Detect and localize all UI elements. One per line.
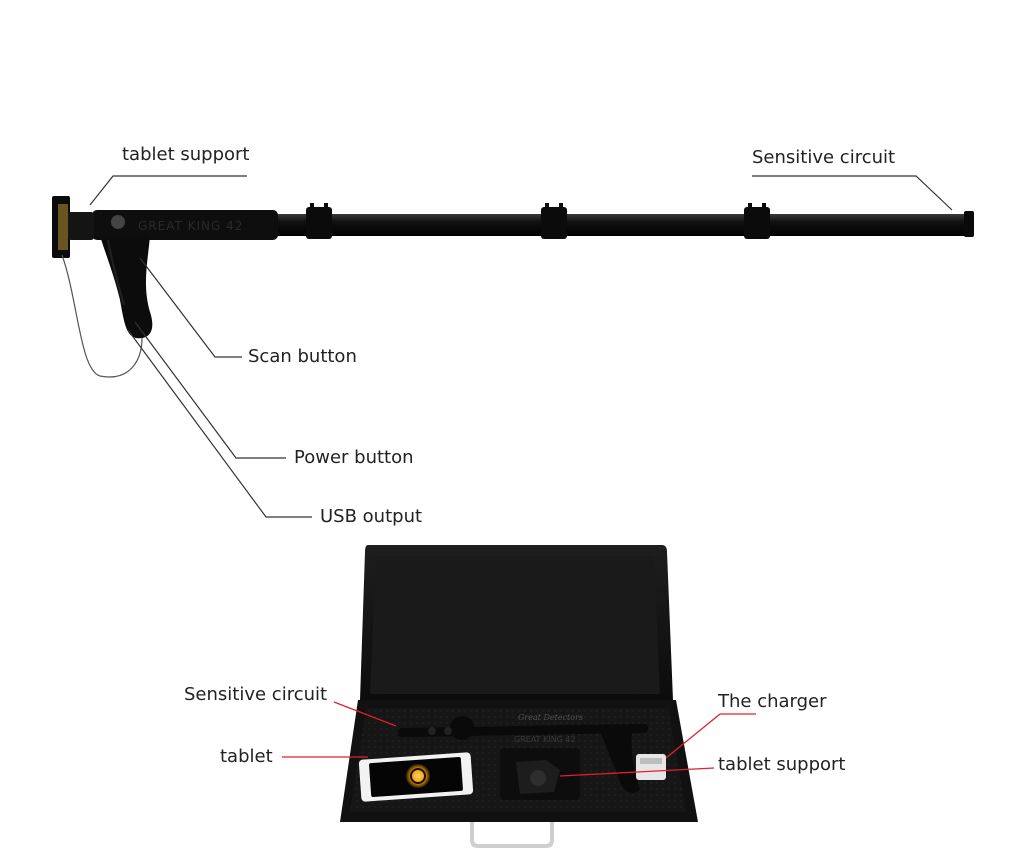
case-pistol-grip xyxy=(600,730,640,793)
carrying-case: Great Detectors GREAT KING 42 xyxy=(340,545,698,848)
case-tablet xyxy=(358,752,474,802)
label-usb-output: USB output xyxy=(320,506,423,527)
rod-end-cap xyxy=(964,211,974,237)
scan-button-knob xyxy=(111,215,125,229)
rod-clamp xyxy=(306,203,332,239)
rod-engraving: GREAT KING 42 xyxy=(138,219,243,233)
usb-cable xyxy=(61,254,143,378)
detector-device: GREAT KING 42 xyxy=(52,196,974,378)
leader-lines-top xyxy=(89,175,953,518)
label-sensitive-circuit-top: Sensitive circuit xyxy=(752,147,896,168)
label-sensitive-circuit-case: Sensitive circuit xyxy=(184,684,328,705)
leader-lines-bottom xyxy=(282,701,756,777)
pistol-grip xyxy=(100,236,153,339)
case-brand-engraving: Great Detectors xyxy=(518,713,583,722)
label-power-button: Power button xyxy=(294,447,414,468)
label-scan-button: Scan button xyxy=(248,346,357,367)
label-the-charger: The charger xyxy=(718,691,827,712)
case-rod-engraving: GREAT KING 42 xyxy=(514,735,576,744)
rod-clamp xyxy=(744,203,770,239)
case-handle xyxy=(470,822,554,848)
glowing-ring-logo-icon xyxy=(406,764,430,788)
rod-clamp xyxy=(541,203,567,239)
charger-unit xyxy=(636,754,666,780)
label-tablet-support-top: tablet support xyxy=(122,144,250,165)
label-tablet-case: tablet xyxy=(220,746,273,767)
label-tablet-support-case: tablet support xyxy=(718,754,846,775)
detector-body xyxy=(92,210,278,240)
